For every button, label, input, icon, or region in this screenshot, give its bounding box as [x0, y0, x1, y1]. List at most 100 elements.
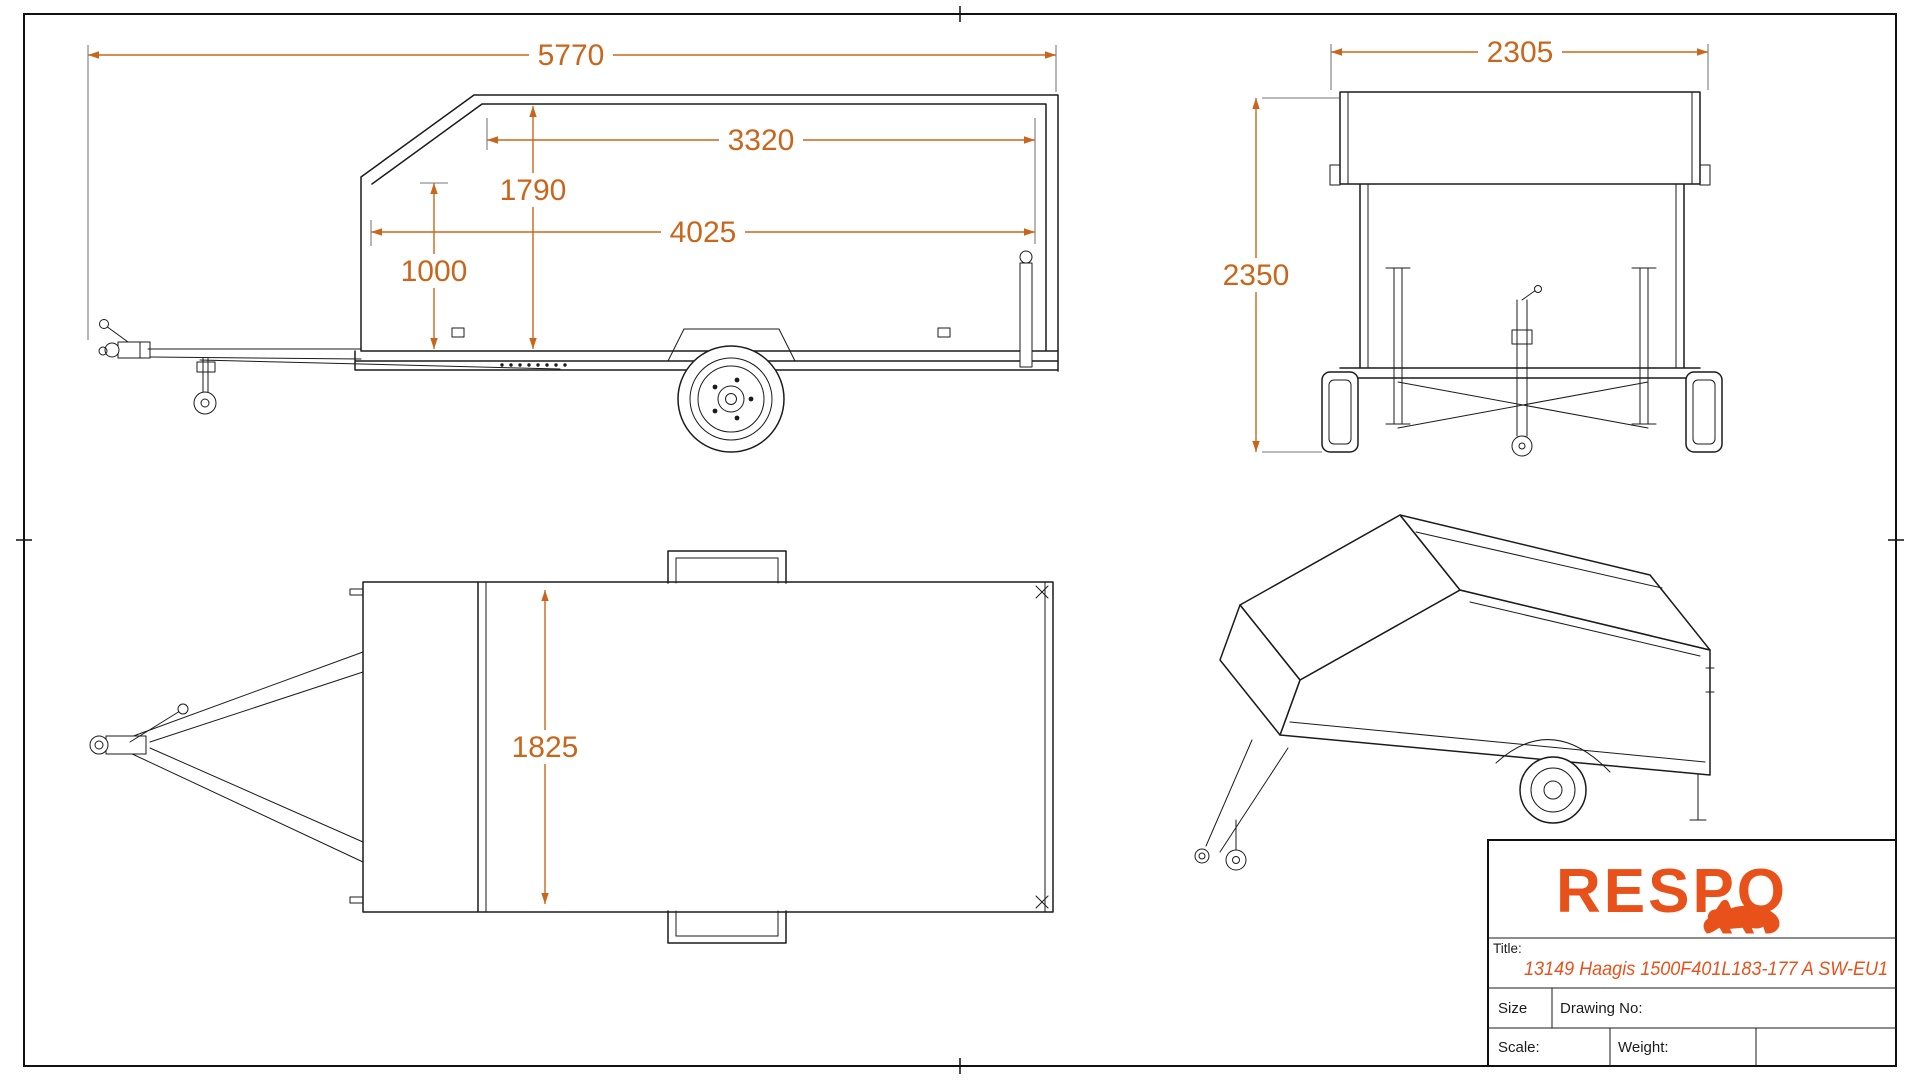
dim-value-1825: 1825 [512, 731, 579, 764]
title-block-border [1487, 839, 1897, 1067]
wheel-bolt [734, 415, 740, 421]
dim-text-gap [529, 38, 613, 72]
dim-value-1790: 1790 [500, 174, 567, 207]
vent-hole [527, 363, 531, 367]
dim-value-2350: 2350 [1223, 259, 1290, 292]
hub-cap [725, 393, 737, 405]
wheel-bolt [712, 408, 718, 414]
coupling-ball [98, 346, 108, 356]
dim-ext-lines [87, 45, 1057, 340]
rear-jockey-tire [1511, 435, 1533, 457]
top-drawbar [127, 651, 364, 863]
dim-ext-lines [486, 118, 1036, 244]
bull-silhouette [1703, 899, 1780, 934]
side-wheel [677, 345, 785, 453]
top-body-outline [362, 550, 1054, 944]
dim-overall-length: 5770 [87, 38, 1057, 340]
wheel-bolt [734, 377, 740, 383]
dim-text-gap [491, 173, 575, 207]
prop-knob [1019, 250, 1033, 264]
jockey-hub [200, 398, 210, 408]
rear-body-outline [1331, 91, 1709, 379]
vent-hole [518, 363, 522, 367]
isometric-view [1194, 514, 1715, 871]
dimensions: 5770 3320 1790 4025 1000 [87, 35, 1709, 904]
top-coupling-body [105, 735, 147, 755]
rear-jockey-wheel [1511, 285, 1542, 457]
rear-view [1321, 91, 1723, 457]
hub [717, 385, 745, 413]
dim-text-gap [503, 730, 587, 764]
side-rear-prop-stand [1019, 250, 1033, 368]
iso-roof-face [1399, 514, 1711, 651]
title-block-grid [1487, 937, 1897, 1067]
size-label: Size [1498, 1000, 1527, 1017]
vent-hole [545, 363, 549, 367]
coupling-socket [104, 342, 120, 358]
dim-text-gap [1214, 258, 1298, 292]
iso-wheel [1495, 739, 1611, 824]
vent-hole [536, 363, 540, 367]
title-label: Title: [1493, 941, 1522, 956]
dim-upper-body-length: 3320 [486, 118, 1036, 244]
dim-ext-lines [1262, 97, 1340, 453]
jockey-tire [193, 391, 217, 415]
dim-value-4025: 4025 [670, 216, 737, 249]
scale-label: Scale: [1498, 1039, 1540, 1056]
dim-interior-width: 1825 [503, 590, 587, 904]
side-jockey-wheel [193, 357, 217, 415]
dim-interior-height: 1790 [491, 106, 575, 349]
top-coupling-pin [94, 740, 104, 750]
title-block: RESPO Title: 13149 Haagis 1500F401L183-1… [1487, 839, 1897, 1067]
rear-wheel-right [1685, 371, 1723, 453]
sheet-border [16, 6, 1904, 1074]
iso-jockey-hub [1232, 856, 1240, 864]
dim-overall-width: 2305 [1330, 35, 1709, 90]
jockey-post [196, 357, 216, 393]
side-drawbar [147, 348, 561, 370]
iso-coupling-pin [1198, 852, 1206, 860]
rear-wheel-right-tread [1692, 379, 1716, 445]
vent-hole [554, 363, 558, 367]
wheel-bolt [748, 396, 754, 402]
iso-fender [1495, 739, 1611, 773]
dim-value-2305: 2305 [1487, 36, 1554, 69]
side-coupling [98, 319, 151, 359]
drawing-title: 13149 Haagis 1500F401L183-177 A SW-EU1 [1524, 959, 1888, 980]
dim-text-gap [661, 215, 745, 249]
rear-jockey-post [1511, 289, 1537, 437]
dim-value-3320: 3320 [728, 124, 795, 157]
iso-hub [1543, 780, 1563, 800]
centering-ticks [16, 6, 1904, 1074]
top-coupling [89, 703, 189, 755]
iso-jockey-wheel [1225, 849, 1247, 871]
top-view [89, 550, 1054, 944]
dim-front-opening-height: 1000 [392, 182, 476, 349]
tire-outer [677, 345, 785, 453]
tire-inner [689, 357, 773, 441]
side-view [98, 94, 1059, 453]
weight-label: Weight: [1618, 1039, 1669, 1056]
vent-hole [500, 363, 504, 367]
dim-text-gap [719, 123, 803, 157]
rear-jockey-hub [1518, 442, 1526, 450]
handbrake-knob [99, 319, 109, 329]
dim-body-length: 4025 [370, 215, 1035, 249]
vent-hole [509, 363, 513, 367]
dim-value-1000: 1000 [401, 255, 468, 288]
iso-panel-lines [1289, 531, 1715, 763]
prop-post [1019, 262, 1033, 368]
top-coupling-head [89, 735, 109, 755]
wheel-bolt [712, 384, 718, 390]
top-handbrake-lever [129, 710, 181, 743]
iso-drawbar [1205, 739, 1289, 853]
iso-nose-face [1219, 604, 1301, 736]
dim-text-gap [1478, 35, 1562, 69]
rear-wheel-left [1321, 371, 1359, 453]
iso-coupling [1194, 848, 1210, 864]
dim-overall-height: 2350 [1214, 97, 1340, 453]
dim-text-gap [392, 254, 476, 288]
vent-hole [563, 363, 567, 367]
